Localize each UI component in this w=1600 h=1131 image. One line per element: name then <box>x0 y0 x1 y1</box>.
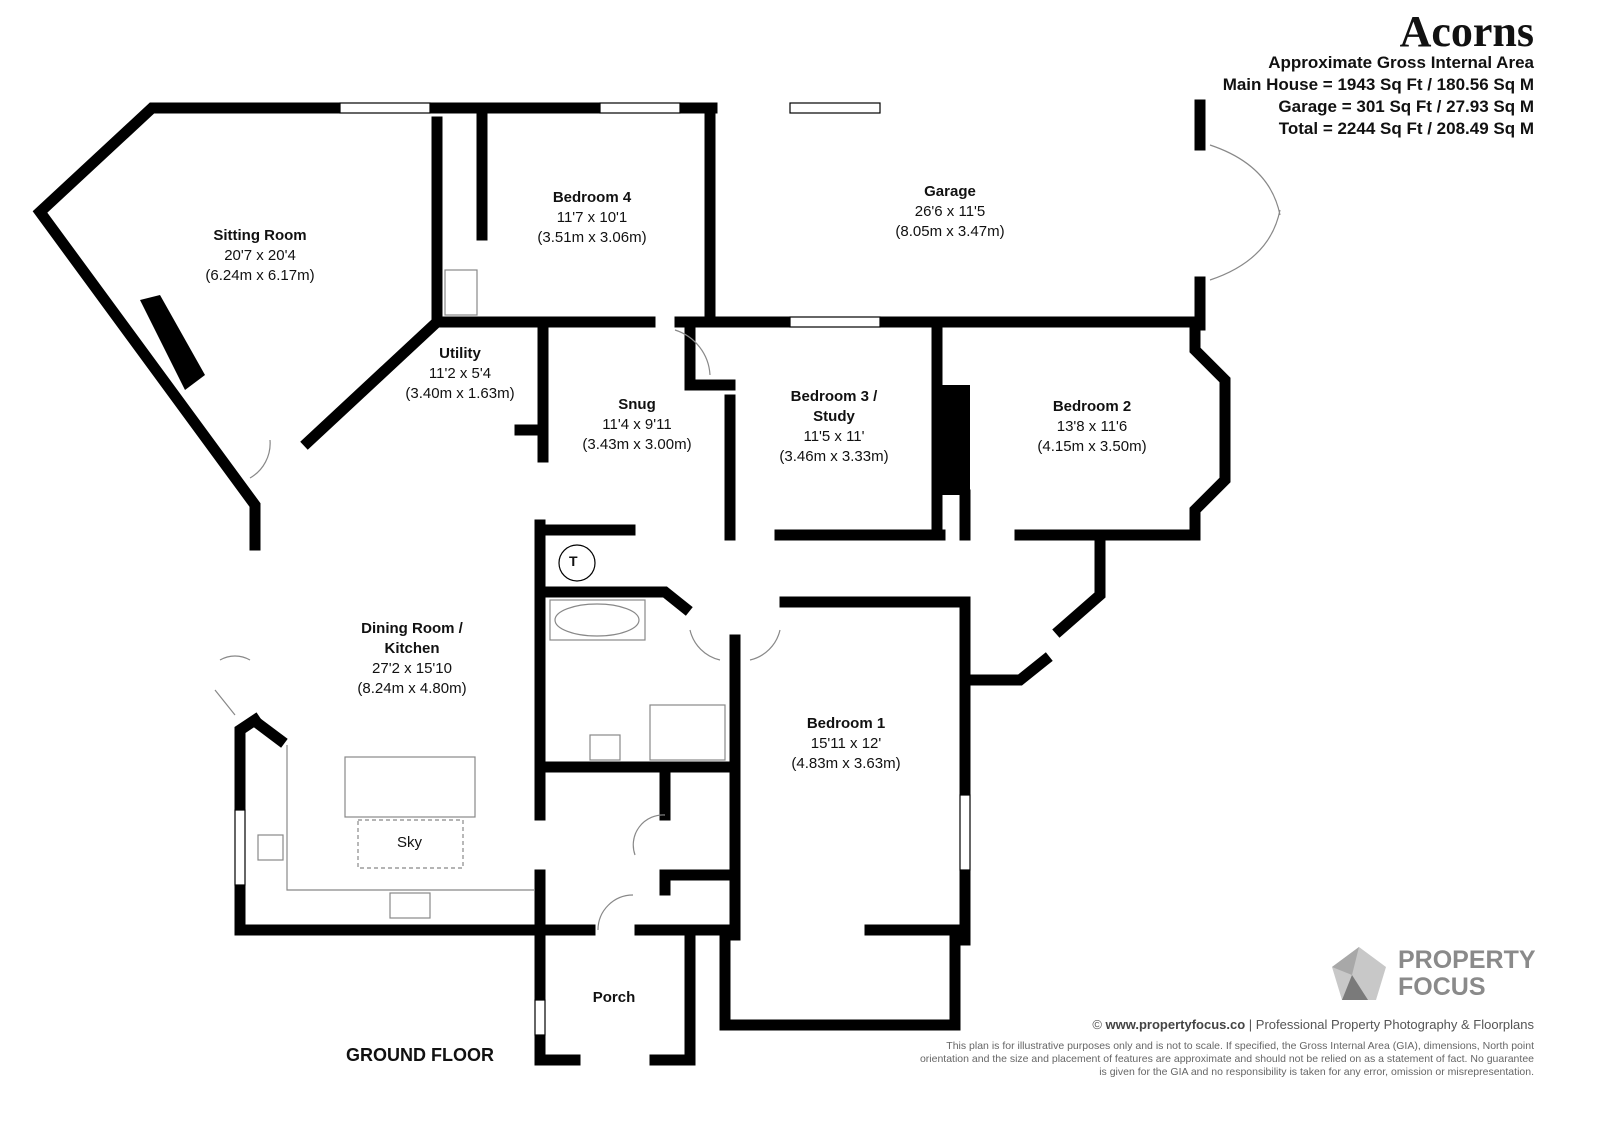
tank-label: T <box>569 553 578 569</box>
room-bedroom-1: Bedroom 1 15'11 x 12' (4.83m x 3.63m) <box>791 714 900 774</box>
room-imperial: 11'4 x 9'11 <box>602 416 672 433</box>
room-name: Sitting Room <box>213 227 307 244</box>
room-name: Bedroom 3 / <box>790 388 878 405</box>
room-sitting-room: Sitting Room 20'7 x 20'4 (6.24m x 6.17m) <box>205 226 314 286</box>
property-focus-logo: PROPERTY FOCUS <box>1330 945 1536 1003</box>
area-summary: Approximate Gross Internal Area Main Hou… <box>1223 52 1534 140</box>
room-name: Garage <box>924 183 976 200</box>
room-metric: (3.40m x 1.63m) <box>405 385 515 402</box>
room-name: Snug <box>618 396 656 413</box>
room-name: Bedroom 2 <box>1052 398 1132 415</box>
sky-box-label: Sky <box>397 834 423 851</box>
area-heading: Approximate Gross Internal Area <box>1268 53 1534 72</box>
room-name: Dining Room / <box>361 620 463 637</box>
room-metric: (8.05m x 3.47m) <box>895 223 1005 240</box>
room-metric: (8.24m x 4.80m) <box>357 680 467 697</box>
logo-line-2: FOCUS <box>1398 973 1486 1001</box>
room-bedroom-4: Bedroom 4 11'7 x 10'1 (3.51m x 3.06m) <box>537 188 646 248</box>
area-garage: Garage = 301 Sq Ft / 27.93 Sq M <box>1278 97 1534 116</box>
room-name: Utility <box>439 345 481 362</box>
room-garage: Garage 26'6 x 11'5 (8.05m x 3.47m) <box>895 182 1004 242</box>
room-metric: (6.24m x 6.17m) <box>205 267 315 284</box>
room-imperial: 20'7 x 20'4 <box>224 247 296 264</box>
room-imperial: 13'8 x 11'6 <box>1056 418 1128 435</box>
room-bedroom-2: Bedroom 2 13'8 x 11'6 (4.15m x 3.50m) <box>1037 397 1146 457</box>
room-name: Porch <box>592 989 636 1006</box>
room-dining-kitchen: Dining Room / Kitchen 27'2 x 15'10 (8.24… <box>357 619 466 699</box>
disclaimer: This plan is for illustrative purposes o… <box>919 1040 1534 1078</box>
floor-label: GROUND FLOOR <box>346 1045 494 1065</box>
room-imperial: 11'5 x 11' <box>803 428 865 445</box>
room-metric: (4.83m x 3.63m) <box>791 755 901 772</box>
room-metric: (3.43m x 3.00m) <box>582 436 692 453</box>
room-name-line2: Kitchen <box>384 640 440 657</box>
room-metric: (4.15m x 3.50m) <box>1037 438 1147 455</box>
area-main-house: Main House = 1943 Sq Ft / 180.56 Sq M <box>1222 75 1534 94</box>
room-imperial: 27'2 x 15'10 <box>372 660 452 677</box>
room-imperial: 11'7 x 10'1 <box>556 209 628 226</box>
credit-text: | Professional Property Photography & Fl… <box>1245 1017 1534 1032</box>
property-title: Acorns <box>1399 7 1534 56</box>
chimney-breasts <box>140 295 970 495</box>
fittings <box>214 144 1281 931</box>
room-metric: (3.51m x 3.06m) <box>537 229 647 246</box>
aperture-logo-icon <box>1332 947 1386 1000</box>
room-metric: (3.46m x 3.33m) <box>779 448 889 465</box>
room-name-line2: Study <box>813 408 855 425</box>
room-imperial: 11'2 x 5'4 <box>428 365 492 382</box>
copyright-symbol: © <box>1092 1017 1102 1032</box>
room-imperial: 26'6 x 11'5 <box>914 203 986 220</box>
room-name: Bedroom 1 <box>806 715 886 732</box>
credit-line: © www.propertyfocus.co | Professional Pr… <box>1092 1017 1534 1032</box>
room-imperial: 15'11 x 12' <box>810 735 882 752</box>
room-porch: Porch <box>593 988 636 1008</box>
room-name: Bedroom 4 <box>552 189 632 206</box>
website-link[interactable]: www.propertyfocus.co <box>1105 1017 1246 1032</box>
room-bedroom-3-study: Bedroom 3 / Study 11'5 x 11' (3.46m x 3.… <box>779 387 888 467</box>
area-total: Total = 2244 Sq Ft / 208.49 Sq M <box>1278 119 1534 138</box>
room-snug: Snug 11'4 x 9'11 (3.43m x 3.00m) <box>582 395 691 455</box>
room-utility: Utility 11'2 x 5'4 (3.40m x 1.63m) <box>405 344 514 404</box>
logo-line-1: PROPERTY <box>1398 946 1536 974</box>
windows <box>234 102 971 1036</box>
